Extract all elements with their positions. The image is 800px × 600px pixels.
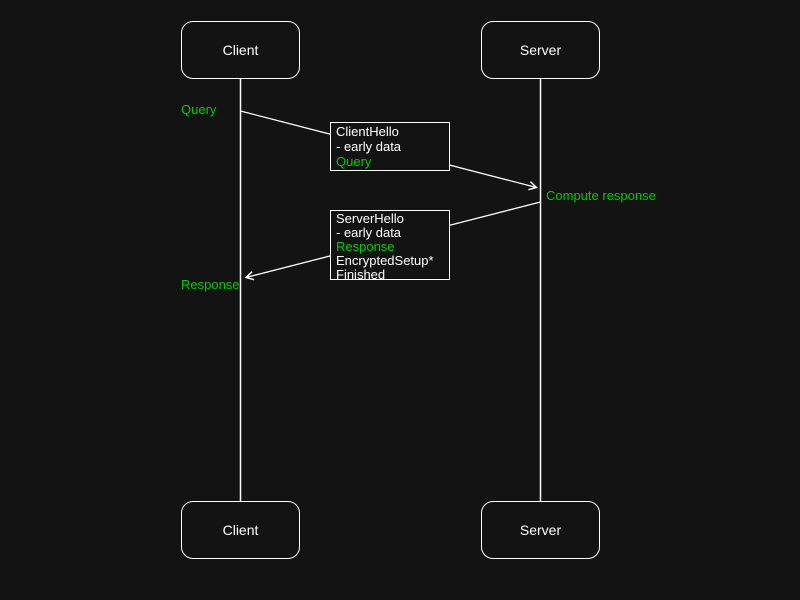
message-line-query: Query [336, 154, 372, 169]
message-line-encryptedsetup: EncryptedSetup* [336, 253, 434, 268]
actor-server-bottom-label: Server [519, 522, 562, 538]
actor-server-top-label: Server [519, 42, 562, 58]
message-line-early-data: - early data [336, 139, 402, 154]
message-box-client-hello: ClientHello - early data Query [330, 122, 450, 171]
actor-server-top: Server [481, 21, 600, 79]
message-line-response: Response [336, 239, 395, 254]
message-line-serverhello: ServerHello [336, 211, 404, 226]
message-line-finished: Finished [336, 267, 386, 282]
actor-server-bottom: Server [481, 501, 600, 559]
label-response: Response [181, 277, 240, 292]
actor-client-top-label: Client [222, 42, 259, 58]
message-box-server-hello: ServerHello - early data Response Encryp… [330, 210, 450, 282]
actor-client-bottom: Client [181, 501, 300, 559]
actor-client-top: Client [181, 21, 300, 79]
label-compute-response: Compute response [546, 188, 656, 203]
message-line-clienthello: ClientHello [336, 124, 399, 139]
label-query: Query [181, 102, 217, 117]
message-line-early-data: - early data [336, 225, 402, 240]
actor-client-bottom-label: Client [222, 522, 259, 538]
